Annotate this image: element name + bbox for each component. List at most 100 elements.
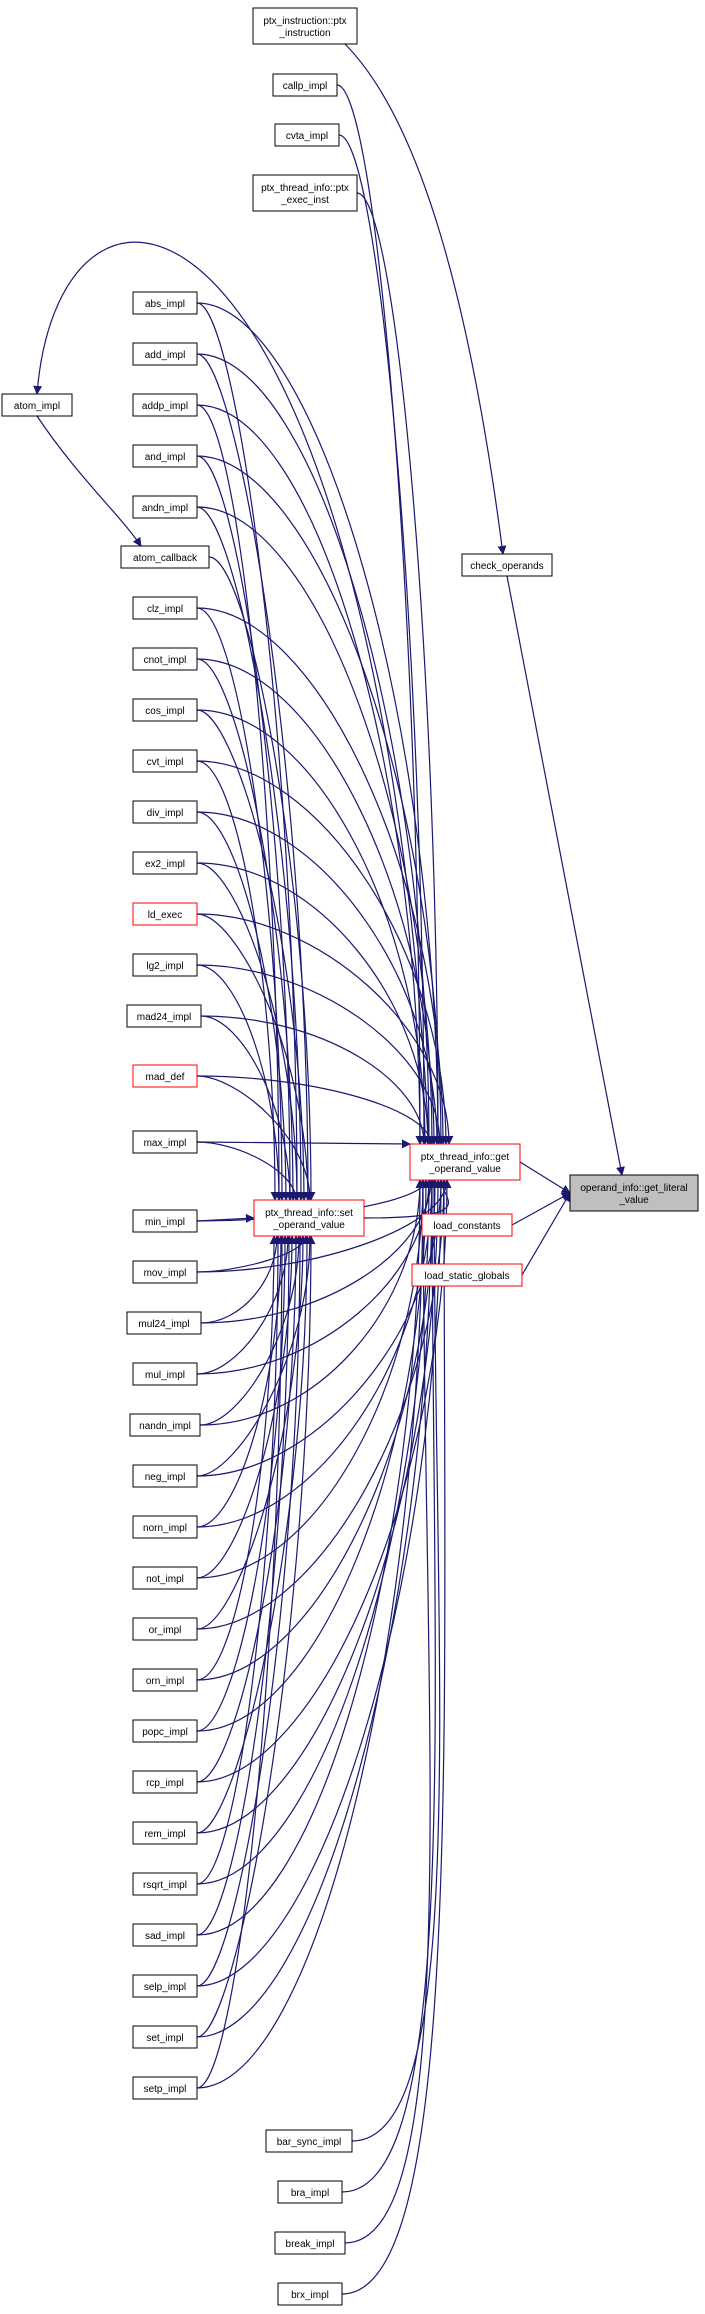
edge-ptx-instruction-ptx-instruction-to-check-operands [344, 43, 507, 555]
node-rsqrt-impl[interactable]: rsqrt_impl [132, 1872, 198, 1896]
edge-setp-impl-to-get-operand-value [196, 1179, 428, 2089]
node-cnot-impl[interactable]: cnot_impl [132, 647, 198, 671]
node-label: mul_impl [145, 1370, 185, 1381]
edge-callp-impl-to-get-operand-value [336, 84, 425, 1145]
node-label: lg2_impl [146, 961, 183, 972]
node-norn-impl[interactable]: norn_impl [132, 1515, 198, 1539]
node-box [132, 596, 198, 620]
node-popc-impl[interactable]: popc_impl [132, 1719, 198, 1743]
node-box [132, 698, 198, 722]
node-check-operands[interactable]: check_operands [461, 553, 553, 577]
node-mad24-impl[interactable]: mad24_impl [126, 1004, 202, 1028]
node-andn-impl[interactable]: andn_impl [132, 495, 198, 519]
node-label: brx_impl [291, 2290, 329, 2301]
node-label: sad_impl [145, 1931, 185, 1942]
node-nandn-impl[interactable]: nandn_impl [129, 1413, 201, 1437]
node-label: popc_impl [142, 1727, 188, 1738]
node-get-literal-value[interactable]: operand_info::get_literal_value [569, 1174, 699, 1212]
node-mov-impl[interactable]: mov_impl [132, 1260, 198, 1284]
node-box [132, 1260, 198, 1284]
node-brx-impl[interactable]: brx_impl [277, 2282, 343, 2306]
node-ptx-instruction-ptx-instruction[interactable]: ptx_instruction::ptx_instruction [252, 7, 358, 45]
node-load-constants[interactable]: load_constants [421, 1213, 513, 1237]
node-label: load_static_globals [424, 1271, 509, 1282]
edge-addp-impl-to-get-operand-value [196, 404, 425, 1145]
node-label: ptx_instruction::ptx [263, 16, 346, 27]
node-addp-impl[interactable]: addp_impl [132, 393, 198, 417]
node-label: or_impl [149, 1625, 182, 1636]
node-load-static-globals[interactable]: load_static_globals [411, 1263, 523, 1287]
node-ld-exec[interactable]: ld_exec [132, 902, 198, 926]
node-div-impl[interactable]: div_impl [132, 800, 198, 824]
node-box [132, 953, 198, 977]
node-box [132, 1821, 198, 1845]
edge-set-operand-value-to-get-operand-value [363, 1179, 450, 1219]
edge-min-impl-to-set-operand-value [196, 1213, 255, 1223]
edge-ex2-impl-to-get-operand-value [196, 862, 433, 1145]
node-sad-impl[interactable]: sad_impl [132, 1923, 198, 1947]
node-break-impl[interactable]: break_impl [274, 2231, 346, 2255]
node-cvt-impl[interactable]: cvt_impl [132, 749, 198, 773]
edge-rcp-impl-to-set-operand-value [196, 1235, 301, 1783]
node-callp-impl[interactable]: callp_impl [272, 73, 338, 97]
node-max-impl[interactable]: max_impl [132, 1130, 198, 1154]
node-rem-impl[interactable]: rem_impl [132, 1821, 198, 1845]
node-setp-impl[interactable]: setp_impl [132, 2076, 198, 2100]
node-orn-impl[interactable]: orn_impl [132, 1668, 198, 1692]
node-cvta-impl[interactable]: cvta_impl [274, 123, 340, 147]
node-ex2-impl[interactable]: ex2_impl [132, 851, 198, 875]
node-atom-callback[interactable]: atom_callback [120, 545, 210, 569]
node-bar-sync-impl[interactable]: bar_sync_impl [265, 2129, 353, 2153]
node-box [132, 444, 198, 468]
node-lg2-impl[interactable]: lg2_impl [132, 953, 198, 977]
node-label: _instruction [278, 28, 330, 39]
node-label: ex2_impl [145, 859, 185, 870]
node-label: min_impl [145, 1217, 185, 1228]
edge-check-operands-to-get-literal-value [506, 575, 625, 1176]
node-label: not_impl [146, 1574, 184, 1585]
node-set-impl[interactable]: set_impl [132, 2025, 198, 2049]
node-box [132, 800, 198, 824]
edge-get-operand-value-to-get-literal-value [519, 1161, 571, 1194]
node-box [569, 1174, 699, 1212]
edge-load-static-globals-to-get-literal-value [521, 1192, 571, 1276]
edge-bra-impl-to-get-operand-value [341, 1179, 437, 2193]
node-selp-impl[interactable]: selp_impl [132, 1974, 198, 1998]
node-bra-impl[interactable]: bra_impl [277, 2180, 343, 2204]
node-rcp-impl[interactable]: rcp_impl [132, 1770, 198, 1794]
node-box [252, 174, 358, 212]
node-box [132, 1770, 198, 1794]
edge-not-impl-to-set-operand-value [196, 1235, 297, 1579]
node-atom-impl[interactable]: atom_impl [1, 393, 73, 417]
node-box [274, 123, 340, 147]
node-box [132, 1923, 198, 1947]
node-clz-impl[interactable]: clz_impl [132, 596, 198, 620]
node-box [132, 851, 198, 875]
node-label: selp_impl [144, 1982, 186, 1993]
node-add-impl[interactable]: add_impl [132, 342, 198, 366]
node-label: clz_impl [147, 604, 183, 615]
node-ptx-thread-info-ptx-exec-inst[interactable]: ptx_thread_info::ptx_exec_inst [252, 174, 358, 212]
node-box [132, 749, 198, 773]
edge-mul24-impl-to-set-operand-value [200, 1235, 282, 1324]
node-abs-impl[interactable]: abs_impl [132, 291, 198, 315]
node-neg-impl[interactable]: neg_impl [132, 1464, 198, 1488]
node-get-operand-value[interactable]: ptx_thread_info::get_operand_value [409, 1143, 521, 1181]
node-or-impl[interactable]: or_impl [132, 1617, 198, 1641]
node-and-impl[interactable]: and_impl [132, 444, 198, 468]
node-mul24-impl[interactable]: mul24_impl [126, 1311, 202, 1335]
edge-and-impl-to-get-operand-value [196, 455, 446, 1145]
edge-cos-impl-to-set-operand-value [196, 709, 309, 1201]
node-mul-impl[interactable]: mul_impl [132, 1362, 198, 1386]
node-label: setp_impl [144, 2084, 187, 2095]
node-label: atom_callback [133, 553, 198, 564]
node-label: cos_impl [145, 706, 184, 717]
node-cos-impl[interactable]: cos_impl [132, 698, 198, 722]
node-set-operand-value[interactable]: ptx_thread_info::set_operand_value [253, 1199, 365, 1237]
node-label: neg_impl [145, 1472, 186, 1483]
node-mad-def[interactable]: mad_def [132, 1064, 198, 1088]
edge-rsqrt-impl-to-set-operand-value [196, 1235, 283, 1885]
node-min-impl[interactable]: min_impl [132, 1209, 198, 1233]
edge-div-impl-to-set-operand-value [196, 811, 291, 1201]
node-not-impl[interactable]: not_impl [132, 1566, 198, 1590]
